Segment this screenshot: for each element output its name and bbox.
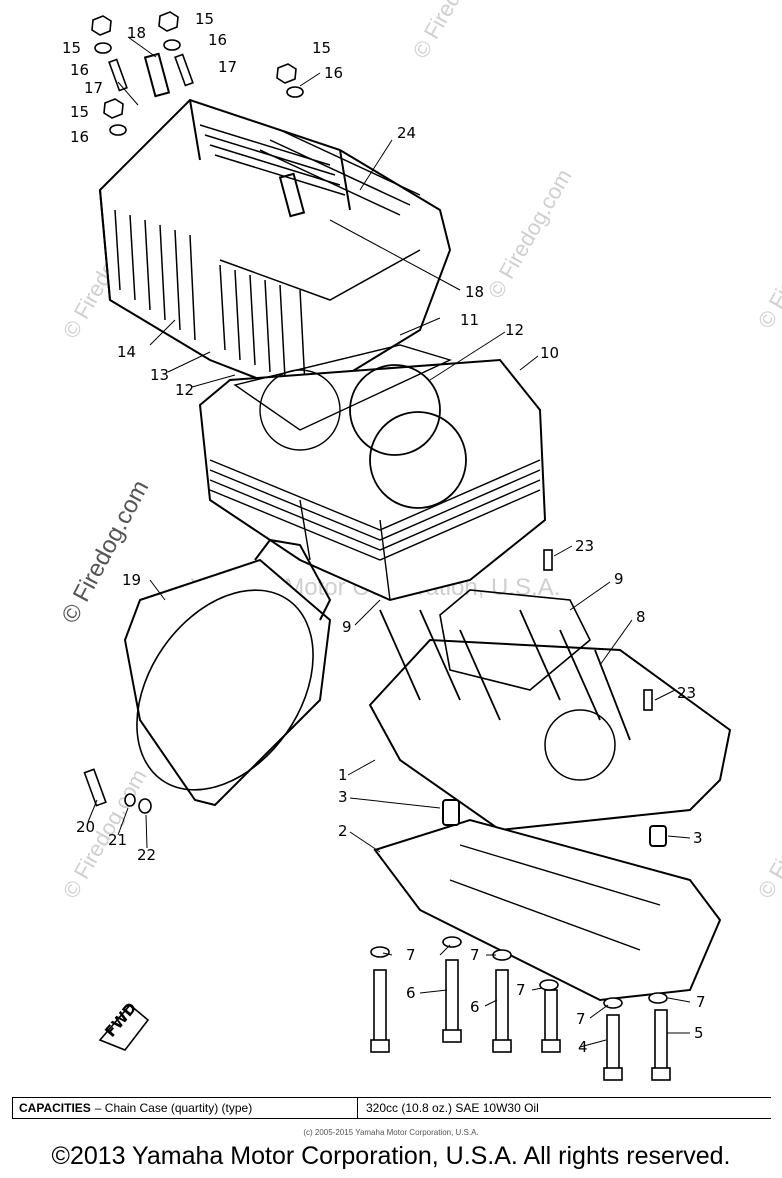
callout-16: 16 <box>70 61 89 79</box>
callout-16: 16 <box>324 64 343 82</box>
callout-7: 7 <box>406 946 416 964</box>
callout-8: 8 <box>636 608 646 626</box>
callout-15: 15 <box>312 39 331 57</box>
callout-13: 13 <box>150 366 169 384</box>
callout-24: 24 <box>397 124 416 142</box>
callout-17: 17 <box>84 79 103 97</box>
watermark-low: © Firedog.com <box>58 765 152 903</box>
upper-crankcase <box>368 589 732 832</box>
callout-18: 18 <box>465 283 484 301</box>
exploded-parts-diagram: © Firedog.com © Firedog.com © Firedog.co… <box>56 0 782 1081</box>
capacities-label: CAPACITIES <box>19 1101 91 1115</box>
callout-7: 7 <box>696 993 706 1011</box>
fwd-arrow: FWD <box>98 999 150 1051</box>
callout-17: 17 <box>218 58 237 76</box>
callout-7: 7 <box>516 981 526 999</box>
callout-19: 19 <box>122 571 141 589</box>
callout-23: 23 <box>677 684 696 702</box>
callout-labels: 15 16 17 18 15 16 17 15 16 15 16 24 18 1… <box>62 10 706 1056</box>
callout-9: 9 <box>342 618 352 636</box>
capacities-value: 320cc (10.8 oz.) SAE 10W30 Oil <box>366 1101 539 1115</box>
cylinder-head-cover <box>98 52 452 397</box>
callout-22: 22 <box>137 846 156 864</box>
callout-15: 15 <box>195 10 214 28</box>
watermark-top: © Firedog.com <box>408 0 502 63</box>
callout-15: 15 <box>70 103 89 121</box>
capacities-table: CAPACITIES – Chain Case (quartity) (type… <box>12 1097 771 1119</box>
capacities-item: – Chain Case (quartity) (type) <box>94 1101 253 1115</box>
callout-6: 6 <box>406 984 416 1002</box>
top-fasteners <box>91 11 304 136</box>
cylinder-body <box>198 344 547 602</box>
callout-16: 16 <box>70 128 89 146</box>
callout-11: 11 <box>460 311 479 329</box>
leader-lines <box>87 36 691 1048</box>
callout-15: 15 <box>62 39 81 57</box>
flywheel-shroud <box>123 538 332 807</box>
callout-4: 4 <box>578 1038 588 1056</box>
callout-5: 5 <box>694 1024 704 1042</box>
side-fasteners <box>83 549 653 814</box>
callout-21: 21 <box>108 831 127 849</box>
watermark-mid: © Firedog.com <box>483 165 577 303</box>
callout-3: 3 <box>338 788 348 806</box>
bottom-bolts <box>370 936 671 1081</box>
callout-2: 2 <box>338 822 348 840</box>
capacities-label-cell: CAPACITIES – Chain Case (quartity) (type… <box>13 1098 358 1118</box>
callout-10: 10 <box>540 344 559 362</box>
footer-copyright: ©2013 Yamaha Motor Corporation, U.S.A. A… <box>51 1142 731 1170</box>
callout-12: 12 <box>175 381 194 399</box>
capacities-value-cell: 320cc (10.8 oz.) SAE 10W30 Oil <box>358 1098 771 1118</box>
callout-14: 14 <box>117 343 136 361</box>
callout-9: 9 <box>614 570 624 588</box>
callout-6: 6 <box>470 998 480 1016</box>
callout-7: 7 <box>470 946 480 964</box>
watermark-right: © Firedog.com <box>753 195 782 333</box>
callout-1: 1 <box>338 766 348 784</box>
callout-18: 18 <box>127 24 146 42</box>
callout-3: 3 <box>693 829 703 847</box>
watermark-low-right: © Firedog.com <box>753 765 782 903</box>
callout-23: 23 <box>575 537 594 555</box>
callout-7: 7 <box>576 1010 586 1028</box>
callout-16: 16 <box>208 31 227 49</box>
small-copyright: (c) 2005-2015 Yamaha Motor Corporation, … <box>303 1128 479 1137</box>
lower-crankcase <box>373 799 722 1002</box>
callout-12: 12 <box>505 321 524 339</box>
callout-20: 20 <box>76 818 95 836</box>
